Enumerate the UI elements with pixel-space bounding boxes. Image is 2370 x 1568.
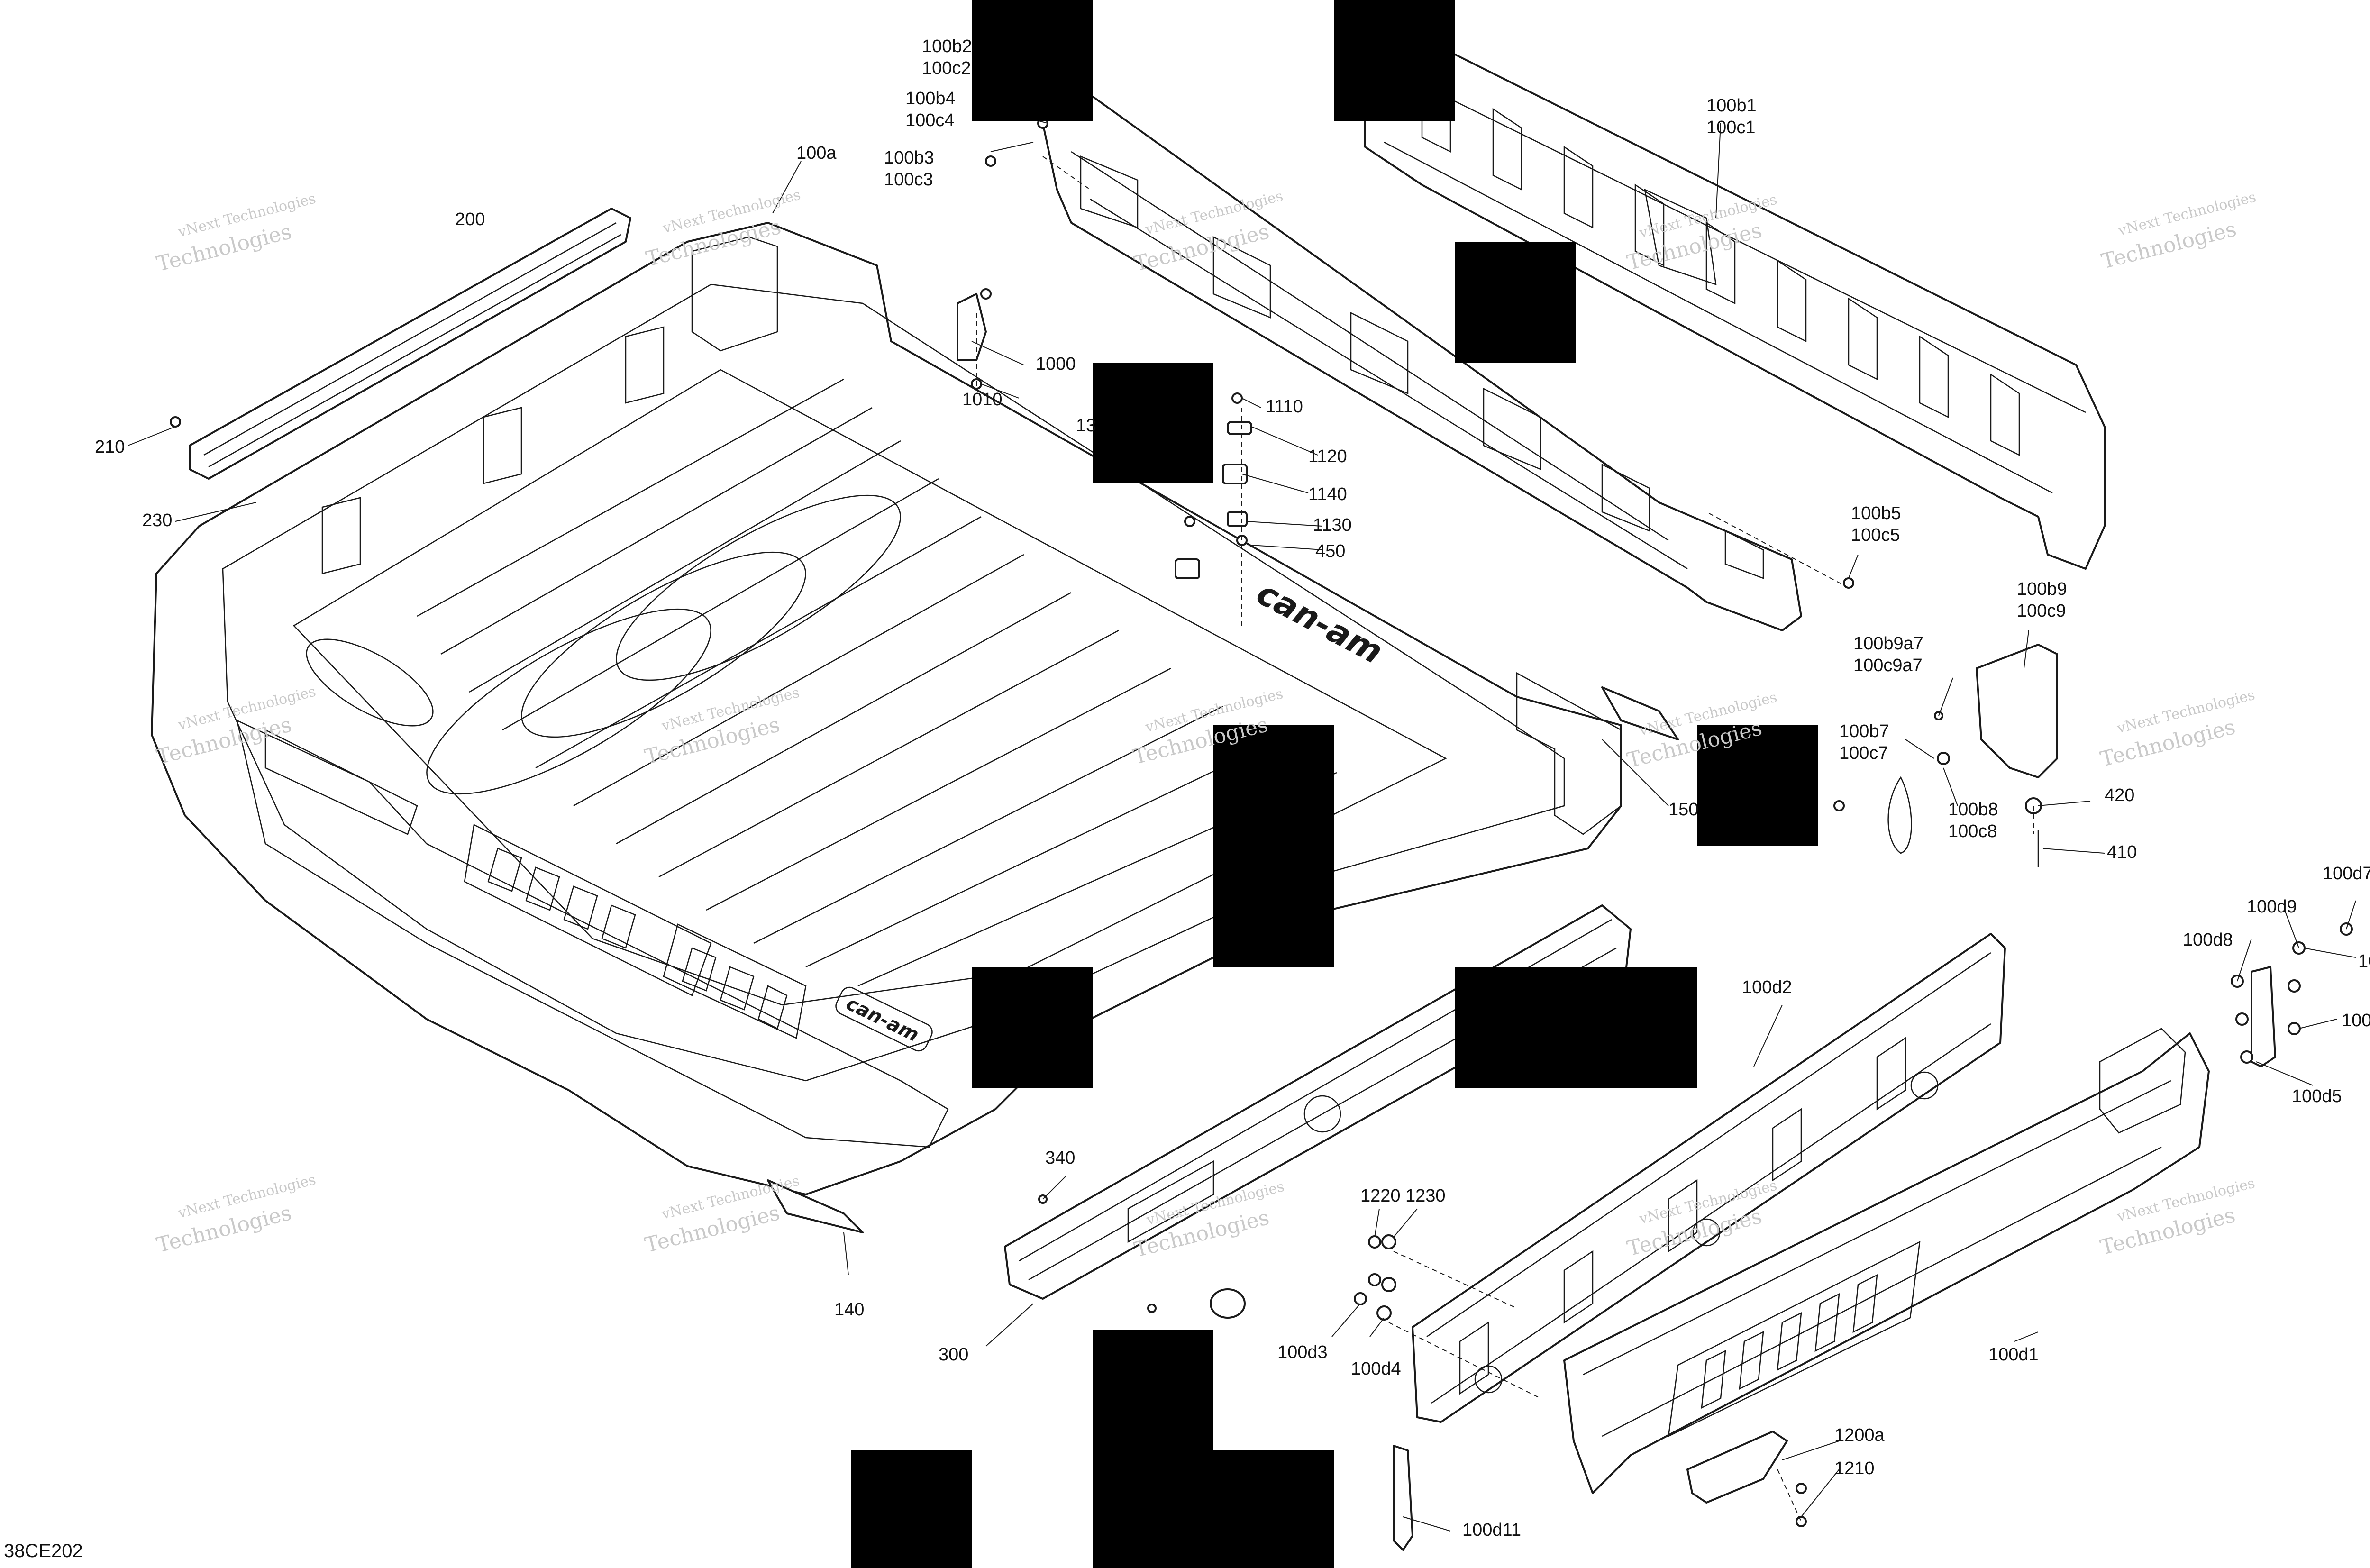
fasteners xyxy=(170,118,2353,1527)
bracket-1000 xyxy=(957,293,987,361)
side-rail-200 xyxy=(189,208,631,480)
hinge-1200a xyxy=(1686,1431,1788,1504)
callout-210: 210 xyxy=(95,437,125,457)
callout-100d10: 100d10 xyxy=(2358,951,2370,971)
callout-1210: 1210 xyxy=(1834,1459,1875,1478)
callout-100d1: 100d1 xyxy=(1988,1345,2039,1365)
hinge-bracket-100b9 xyxy=(1976,644,2058,778)
callout-420: 420 xyxy=(2105,785,2134,805)
callout-100d11: 100d11 xyxy=(1462,1520,1521,1540)
callout-100d5: 100d5 xyxy=(2292,1086,2342,1106)
front-panel-100b xyxy=(1042,94,1802,631)
callout-100d6: 100d6 xyxy=(2342,1011,2370,1030)
deflector-150 xyxy=(1601,686,1679,740)
callout-100d9: 100d9 xyxy=(2247,897,2297,917)
tailgate-outer-100d1 xyxy=(1563,1028,2210,1494)
callout-300: 300 xyxy=(939,1345,968,1365)
callout-1220: 1220 xyxy=(1360,1186,1401,1206)
callout-140: 140 xyxy=(834,1300,864,1320)
rear-frame-100b1 xyxy=(1364,37,2106,570)
callout-1000: 1000 xyxy=(1036,354,1076,374)
callout-1140: 1140 xyxy=(1308,484,1347,504)
redaction-blocks xyxy=(851,0,1818,1568)
callout-410: 410 xyxy=(2107,842,2137,862)
deflector-140 xyxy=(767,1179,864,1233)
figure-code: 38CE202 xyxy=(4,1541,83,1561)
callout-13: 13 xyxy=(1076,416,1096,436)
callout-340: 340 xyxy=(1045,1148,1075,1168)
latch-100b7 xyxy=(1887,776,1912,854)
callout-150: 150 xyxy=(1668,800,1698,820)
callout-1230: 1230 xyxy=(1405,1186,1446,1206)
hinge-bracket-100d5 xyxy=(2251,966,2276,1067)
callout-1200a: 1200a xyxy=(1834,1425,1885,1445)
callout-450: 450 xyxy=(1315,541,1345,561)
callout-1130: 1130 xyxy=(1313,515,1352,535)
bracket-100d11 xyxy=(1393,1445,1413,1551)
callout-1010: 1010 xyxy=(962,390,1003,410)
callout-100d8: 100d8 xyxy=(2183,930,2233,950)
callout-200: 200 xyxy=(455,210,485,229)
callout-1120: 1120 xyxy=(1308,447,1347,466)
tailgate-inner-100d2 xyxy=(1412,933,2006,1423)
cargo-box-100a: can-am can-am xyxy=(151,222,1622,1195)
callout-100d7: 100d7 xyxy=(2323,864,2370,884)
anchor-stack-1120 xyxy=(1175,421,1252,579)
callout-1110: 1110 xyxy=(1266,397,1303,417)
callout-100d3: 100d3 xyxy=(1277,1342,1328,1362)
callout-100d2: 100d2 xyxy=(1742,977,1792,997)
callout-230: 230 xyxy=(142,511,172,530)
callout-100a: 100a xyxy=(796,143,837,163)
callout-100d4: 100d4 xyxy=(1351,1359,1401,1379)
